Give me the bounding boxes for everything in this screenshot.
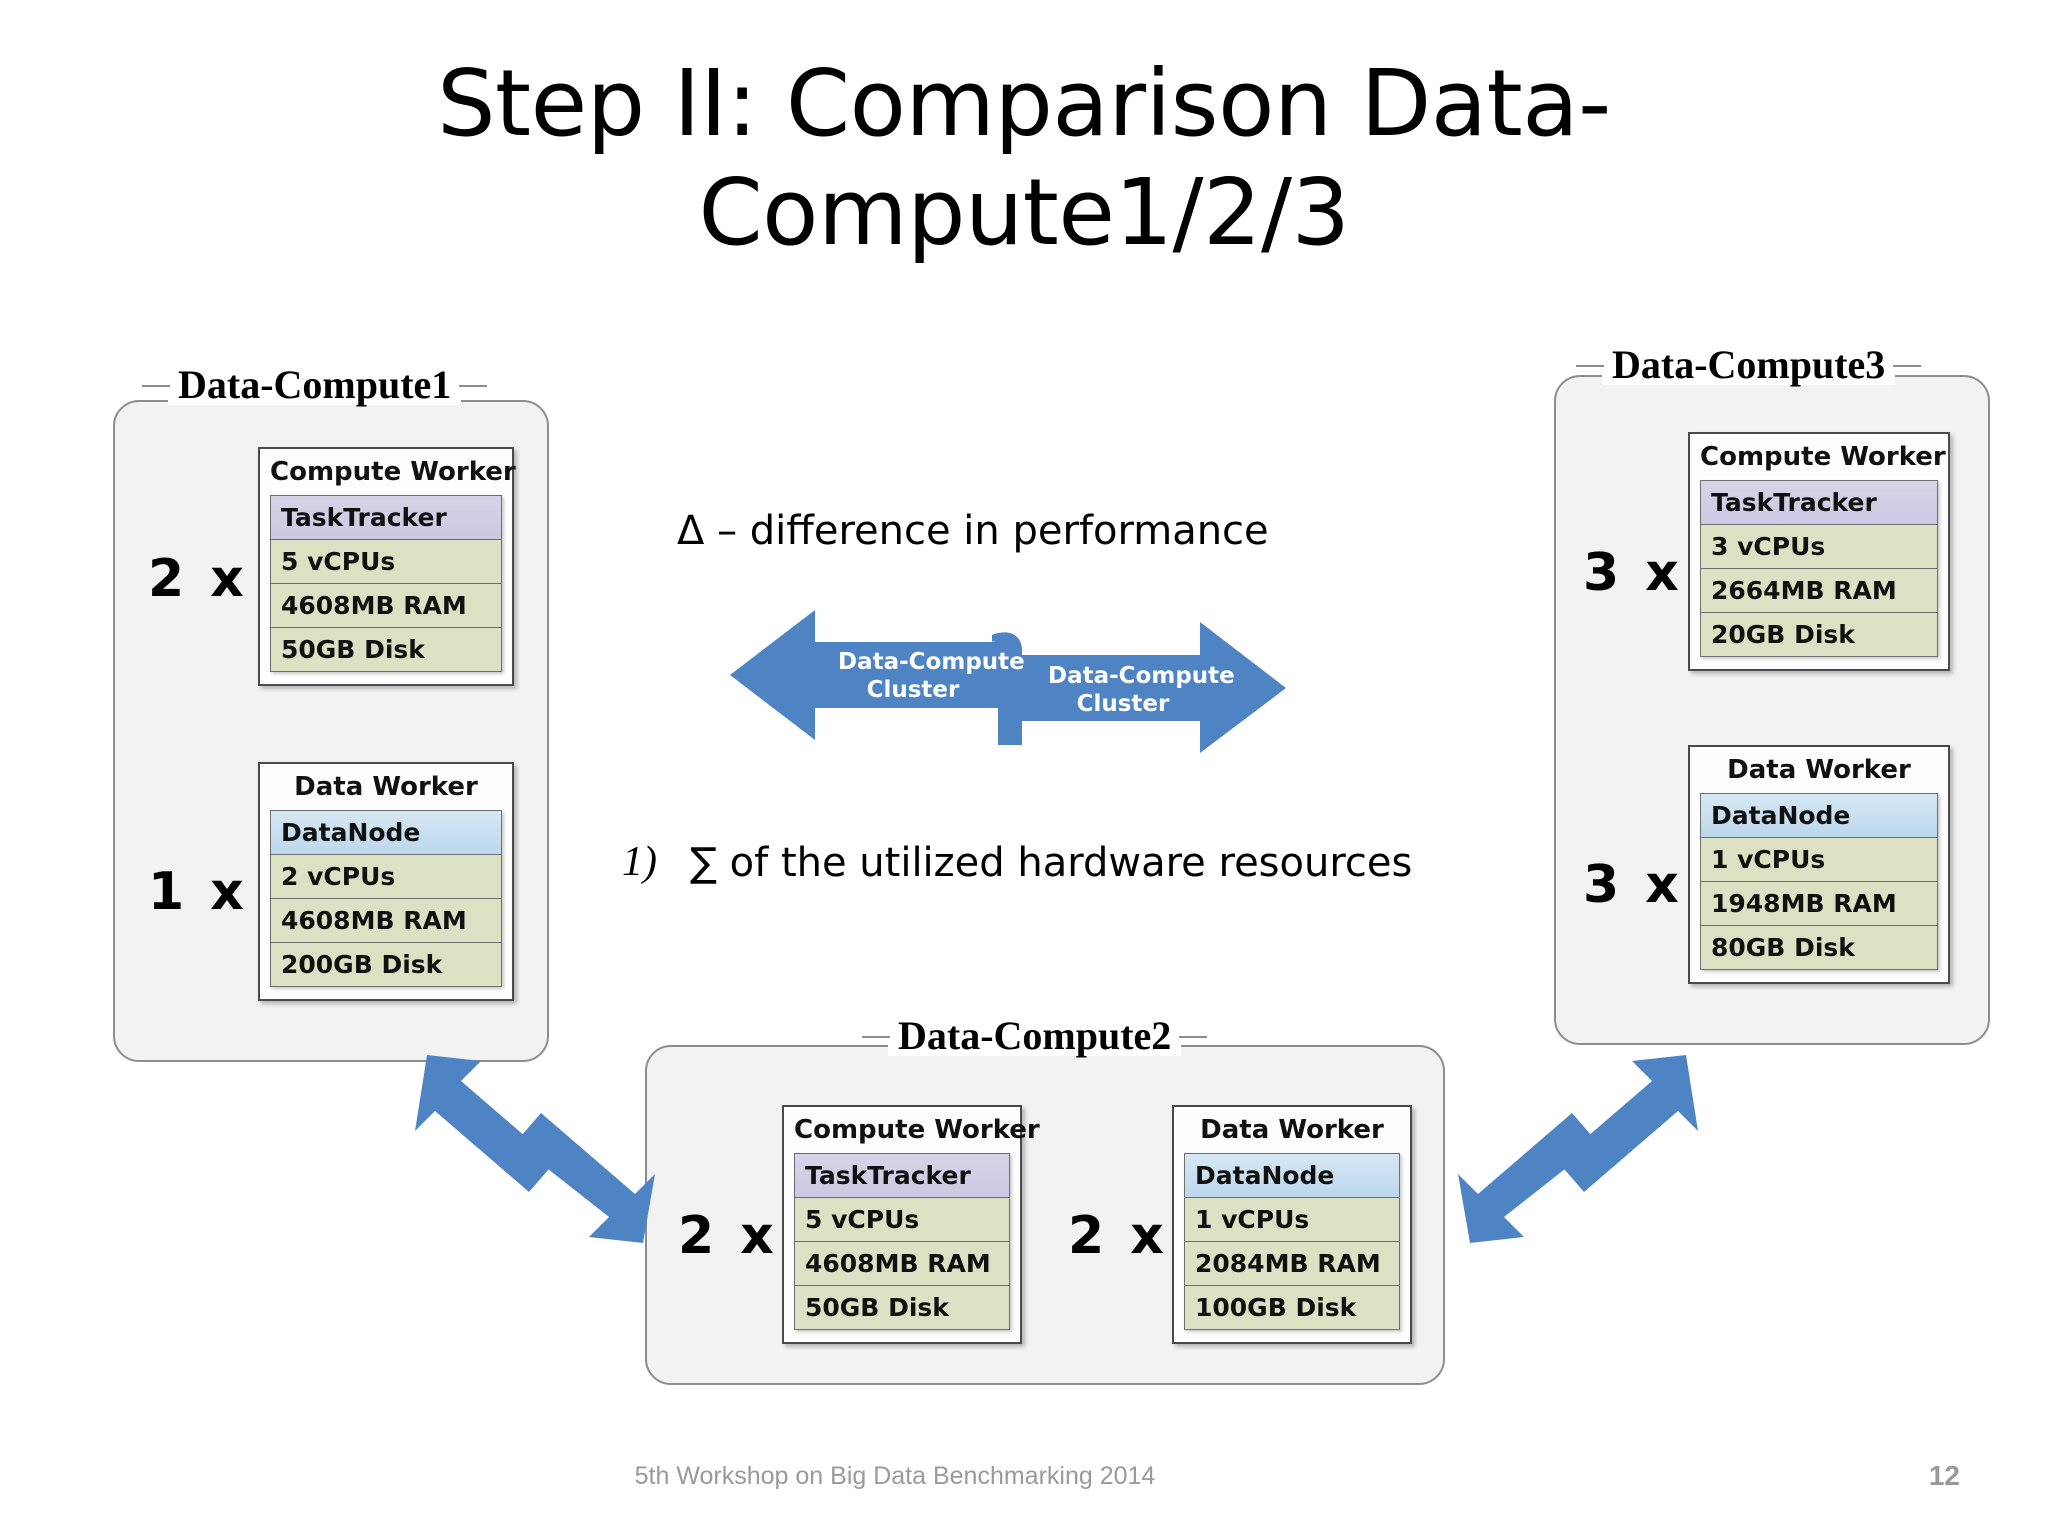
worker-card-dc2-data: Data Worker DataNode 1 vCPUs 2084MB RAM … xyxy=(1172,1105,1412,1344)
worker-role-row: DataNode xyxy=(271,811,501,855)
worker-card-dc3-compute: Compute Worker TaskTracker 3 vCPUs 2664M… xyxy=(1688,432,1950,671)
double-arrow-svg xyxy=(730,610,1286,753)
worker-card-dc2-compute: Compute Worker TaskTracker 5 vCPUs 4608M… xyxy=(782,1105,1040,1344)
worker-spec-row: 4608MB RAM xyxy=(271,899,501,943)
panel-data-compute2-title: Data-Compute2 xyxy=(861,1016,1208,1056)
worker-spec-row: 1948MB RAM xyxy=(1701,882,1937,926)
worker-role-row: TaskTracker xyxy=(271,496,501,540)
diagonal-arrow-dc2-dc3-svg xyxy=(1458,1055,1698,1243)
worker-role-row: TaskTracker xyxy=(1701,481,1937,525)
diagonal-double-arrow-icon xyxy=(415,1055,655,1243)
worker-spec-row: 5 vCPUs xyxy=(795,1198,1009,1242)
enum-marker: 1) xyxy=(622,839,657,885)
worker-card-dc1-data: Data Worker DataNode 2 vCPUs 4608MB RAM … xyxy=(258,762,514,1001)
multiplier-dc2-data: 2 x xyxy=(1068,1206,1168,1266)
connector-dc1-dc2 xyxy=(405,1055,665,1285)
panel-data-compute3-title: Data-Compute3 xyxy=(1575,345,1922,385)
diagonal-arrow-dc1-dc2-svg xyxy=(415,1055,655,1243)
worker-spec-row: 20GB Disk xyxy=(1701,613,1937,656)
worker-title: Compute Worker xyxy=(1700,442,1946,472)
worker-spec-row: 50GB Disk xyxy=(271,628,501,671)
multiplier-dc1-data: 1 x xyxy=(148,862,248,922)
ribbon-fold-icon xyxy=(992,632,1022,745)
worker-spec-row: 100GB Disk xyxy=(1185,1286,1399,1329)
worker-spec-row: 1 vCPUs xyxy=(1185,1198,1399,1242)
multiplier-dc3-data: 3 x xyxy=(1583,855,1683,915)
worker-card-dc3-data: Data Worker DataNode 1 vCPUs 1948MB RAM … xyxy=(1688,745,1950,984)
worker-role-row: TaskTracker xyxy=(795,1154,1009,1198)
worker-card-dc1-compute: Compute Worker TaskTracker 5 vCPUs 4608M… xyxy=(258,447,516,686)
worker-spec-list: TaskTracker 3 vCPUs 2664MB RAM 20GB Disk xyxy=(1700,480,1938,657)
worker-spec-row: 4608MB RAM xyxy=(271,584,501,628)
worker-spec-row: 2084MB RAM xyxy=(1185,1242,1399,1286)
multiplier-dc1-compute: 2 x xyxy=(148,549,248,609)
page-title: Step II: Comparison Data- Compute1/2/3 xyxy=(150,50,1898,267)
worker-title: Compute Worker xyxy=(794,1115,1040,1145)
cluster-comparison-arrows: Data-Compute Cluster Data-Compute Cluste… xyxy=(730,580,1300,780)
worker-spec-row: 2664MB RAM xyxy=(1701,569,1937,613)
worker-spec-row: 50GB Disk xyxy=(795,1286,1009,1329)
worker-spec-list: DataNode 1 vCPUs 2084MB RAM 100GB Disk xyxy=(1184,1153,1400,1330)
delta-note-text: Δ – difference in performance xyxy=(677,508,1269,554)
worker-spec-list: TaskTracker 5 vCPUs 4608MB RAM 50GB Disk xyxy=(270,495,502,672)
worker-spec-row: 80GB Disk xyxy=(1701,926,1937,969)
worker-spec-row: 5 vCPUs xyxy=(271,540,501,584)
worker-spec-list: TaskTracker 5 vCPUs 4608MB RAM 50GB Disk xyxy=(794,1153,1010,1330)
worker-role-row: DataNode xyxy=(1185,1154,1399,1198)
connector-dc2-dc3 xyxy=(1448,1055,1708,1285)
worker-spec-row: 1 vCPUs xyxy=(1701,838,1937,882)
footer-text: 5th Workshop on Big Data Benchmarking 20… xyxy=(634,1462,1156,1490)
page-title-line-1: Step II: Comparison Data- xyxy=(437,50,1611,157)
worker-spec-row: 200GB Disk xyxy=(271,943,501,986)
page-title-line-2: Compute1/2/3 xyxy=(698,158,1350,266)
arrow-right-icon xyxy=(1020,622,1286,753)
diagonal-double-arrow-icon xyxy=(1458,1055,1698,1243)
worker-role-row: DataNode xyxy=(1701,794,1937,838)
worker-spec-list: DataNode 1 vCPUs 1948MB RAM 80GB Disk xyxy=(1700,793,1938,970)
worker-spec-list: DataNode 2 vCPUs 4608MB RAM 200GB Disk xyxy=(270,810,502,987)
panel-data-compute1-title: Data-Compute1 xyxy=(141,365,488,405)
footer-page-number: 12 xyxy=(1928,1460,1960,1491)
multiplier-dc2-compute: 2 x xyxy=(678,1206,778,1266)
worker-title: Compute Worker xyxy=(270,457,516,487)
worker-spec-row: 3 vCPUs xyxy=(1701,525,1937,569)
worker-title: Data Worker xyxy=(1727,755,1911,785)
worker-title: Data Worker xyxy=(1200,1115,1384,1145)
multiplier-dc3-compute: 3 x xyxy=(1583,543,1683,603)
worker-spec-row: 2 vCPUs xyxy=(271,855,501,899)
worker-title: Data Worker xyxy=(294,772,478,802)
arrow-left-icon xyxy=(730,610,1002,740)
worker-spec-row: 4608MB RAM xyxy=(795,1242,1009,1286)
enum-text: ∑ of the utilized hardware resources xyxy=(690,840,1413,886)
